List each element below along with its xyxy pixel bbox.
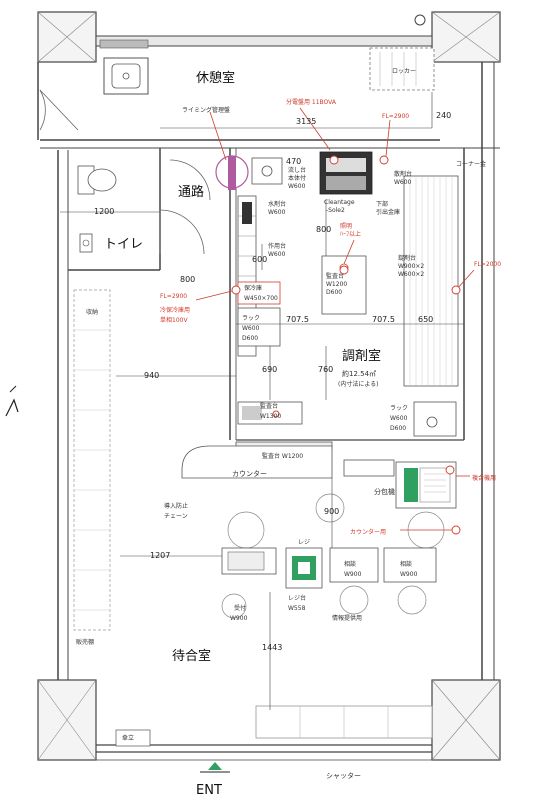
light-label: 照明	[340, 223, 352, 230]
rack-2-label: ラック	[390, 405, 408, 412]
water-shelf-width-label: W600	[268, 209, 286, 216]
lighting-control-label: ライミング管理盤	[182, 106, 230, 114]
drug-shelf-label: 作用台	[268, 242, 286, 250]
chain-label: 導入防止	[164, 502, 188, 510]
counter-outlet-label: カウンター用	[350, 528, 386, 536]
drug-shelf-width-label: W600	[268, 251, 286, 258]
dim-1200: 1200	[94, 207, 114, 216]
storage-label: 収納	[86, 308, 98, 316]
dim-800: 800	[316, 225, 331, 234]
dim-690: 690	[262, 365, 277, 374]
counter-label: カウンター	[232, 469, 267, 478]
shutter-label: シャッター	[326, 771, 361, 780]
break-room: ロッカー 休憩室	[99, 14, 435, 95]
dim-470: 470	[286, 157, 301, 166]
cleantage-label: Cleantage	[324, 199, 355, 206]
fl-note-1-label: FL=2900	[382, 113, 409, 120]
fridge-note-label: W450×700	[244, 295, 278, 302]
reception-label: 受付	[234, 604, 246, 612]
sink-label: 流し台	[288, 166, 306, 174]
drawer-unit-sub-label: 引出金庫	[376, 208, 400, 216]
toilet-room: トイレ	[77, 165, 205, 255]
consult-1-width-label: W900	[344, 571, 362, 578]
rack-1-label: ラック	[242, 315, 260, 322]
entrance-arrow-icon	[200, 762, 230, 773]
combined-outlet-label: 複合機用	[472, 474, 496, 482]
powder-shelf-label: 散剤台	[394, 170, 412, 178]
dispensing-area-label: 約12.54㎡	[342, 369, 376, 378]
register-table-label: レジ台	[288, 594, 306, 602]
light-sub-label: ﾊｰﾌ以上	[340, 230, 361, 238]
cleantage-sub-label: -Sole2	[326, 207, 345, 214]
sales-shelf-label: 販売棚	[76, 638, 94, 646]
rack-2-depth-label: D600	[390, 425, 406, 432]
sink-width-label: W600	[288, 183, 306, 190]
dispensing-room-label: 調剤室	[342, 348, 381, 364]
north-arrow-icon	[5, 385, 19, 417]
fridge-label: 保冷庫	[244, 284, 262, 292]
check-table-depth-label: D600	[326, 289, 342, 296]
annotation-leaders	[195, 107, 475, 531]
check-table-label: 監査台	[326, 272, 344, 280]
dim-900: 900	[324, 507, 339, 516]
dim-707-2: 707.5	[372, 315, 395, 324]
outer-walls	[37, 11, 501, 761]
dim-650: 650	[418, 315, 433, 324]
rack-2-width-label: W600	[390, 415, 408, 422]
locker-label: ロッカー	[392, 68, 416, 75]
fl-note-3-label: FL=2000	[474, 261, 501, 268]
dispensing-machine-label: 分包機	[374, 487, 395, 496]
waiting-room-label: 待合室	[172, 648, 211, 664]
tablet-shelf-label: 錠剤台	[398, 254, 416, 262]
register-table-width-label: W558	[288, 605, 306, 612]
rack-1-depth-label: D600	[242, 335, 258, 342]
passage: 通路	[169, 159, 211, 201]
break-room-door	[39, 89, 79, 131]
break-room-label: 休憩室	[196, 70, 235, 86]
fridge-outlet-label: 冷保冷庫用	[160, 306, 190, 314]
fl-note-2-label: FL=2900	[160, 293, 187, 300]
dim-top-width: 3135	[296, 117, 316, 126]
partition-walls	[40, 139, 500, 441]
inspection-table-label: 監査台	[260, 402, 278, 410]
tablet-shelf-width2-label: W600×2	[398, 271, 424, 278]
dimension-lines	[60, 92, 464, 710]
dim-940: 940	[144, 371, 159, 380]
consult-2-label: 相談	[400, 560, 412, 568]
tablet-shelf-width-label: W900×2	[398, 263, 424, 270]
rack-1-width-label: W600	[242, 325, 260, 332]
consult-2-width-label: W900	[400, 571, 418, 578]
chain-sub-label: チェーン	[164, 513, 188, 520]
counter-top-label: 監査台 W1200	[262, 452, 303, 460]
dim-600: 600	[252, 255, 267, 264]
dim-right-240: 240	[436, 111, 451, 120]
inspection-table-width-label: W1300	[260, 413, 281, 420]
water-shelf-label: 水剤台	[268, 200, 286, 208]
corner-guard-label: コーナー金	[456, 160, 486, 168]
toilet-label: トイレ	[104, 237, 143, 252]
panel-note-label: 分電盤用 11BOVA	[286, 98, 337, 106]
check-table-width-label: W1200	[326, 281, 347, 288]
dim-707-1: 707.5	[286, 315, 309, 324]
dim-1207: 1207	[150, 551, 170, 560]
umbrella-label: 傘立	[122, 734, 134, 742]
entrance-label: ENT	[196, 783, 222, 798]
dim-800b: 800	[180, 275, 195, 284]
waiting-furniture	[73, 289, 445, 747]
sink-sub-label: 本体付	[288, 174, 306, 182]
consult-1-label: 相談	[344, 560, 356, 568]
register-label: レジ	[298, 539, 310, 546]
passage-label: 通路	[178, 184, 204, 200]
powder-shelf-width-label: W600	[394, 179, 412, 186]
dispensing-note-label: (内寸法による)	[338, 380, 379, 388]
fridge-outlet-sub-label: 単相100V	[160, 316, 188, 324]
dim-1443: 1443	[262, 643, 282, 652]
dim-760: 760	[318, 365, 333, 374]
outlet-symbols	[231, 155, 461, 535]
info-board-label: 情報提供用	[332, 614, 362, 622]
reception-width-label: W900	[230, 615, 248, 622]
dispensing-fixtures	[181, 151, 459, 509]
drawer-unit-label: 下部	[376, 200, 388, 208]
